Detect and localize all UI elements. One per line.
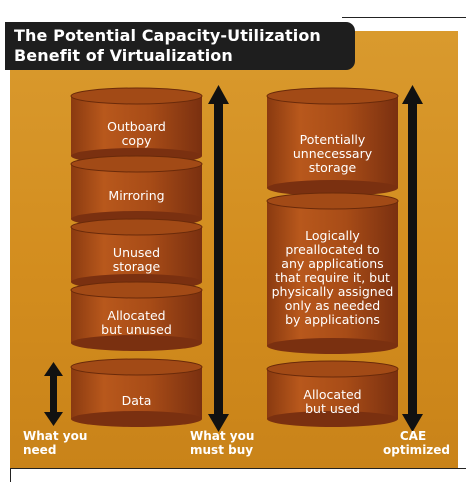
figure-title: The Potential Capacity-Utilization Benef… xyxy=(14,26,321,65)
what-you-need-label: What you need xyxy=(23,429,88,457)
cylinder-allocated-unused xyxy=(70,281,203,351)
cylinder-mirroring xyxy=(70,155,203,227)
what-you-must-buy-label: What you must buy xyxy=(190,429,255,457)
cae-optimized-label: CAE optimized xyxy=(383,429,451,457)
cylinder-potentially-unnecessary xyxy=(266,87,399,196)
top-rule xyxy=(342,17,466,18)
must-buy-arrow xyxy=(208,85,229,432)
cylinder-unused-storage xyxy=(70,218,203,290)
cylinder-allocated-used xyxy=(266,360,399,427)
cylinder-logically-preallocated xyxy=(266,192,399,354)
title-bar: The Potential Capacity-Utilization Benef… xyxy=(5,22,355,70)
need-arrow xyxy=(44,362,63,426)
cae-optimized-arrow xyxy=(402,85,423,432)
cylinder-outboard-copy xyxy=(70,87,203,164)
bottom-rule xyxy=(10,468,466,469)
cylinder-data xyxy=(70,358,203,427)
